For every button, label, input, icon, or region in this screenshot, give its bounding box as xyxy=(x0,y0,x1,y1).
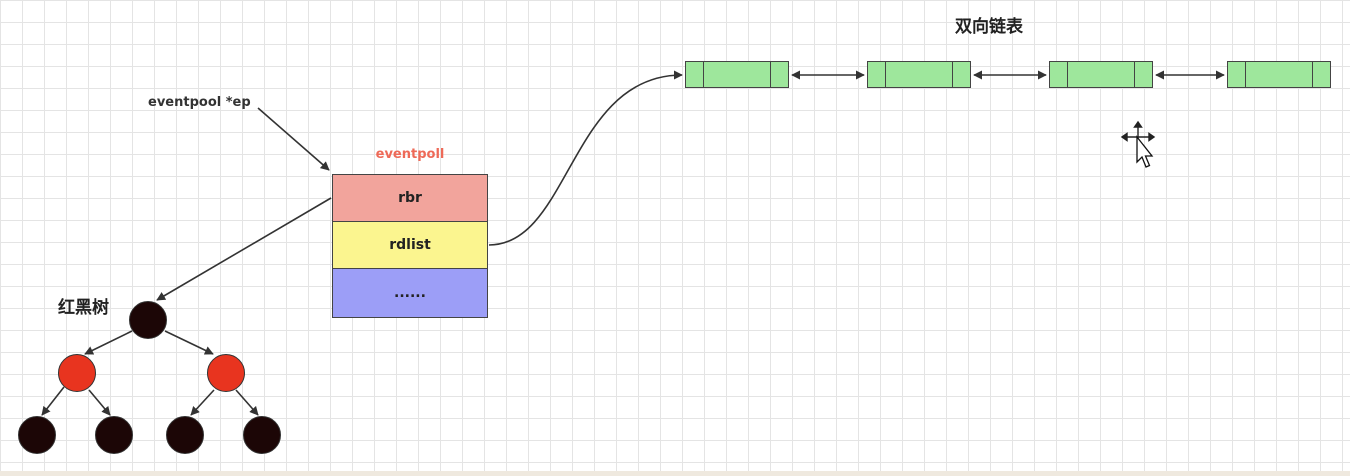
tree-node-left xyxy=(58,354,96,392)
tree-edge-root-left xyxy=(84,330,133,355)
field-rdlist: rdlist xyxy=(333,222,487,269)
field-rbr: rbr xyxy=(333,175,487,222)
list-node-4 xyxy=(1227,61,1331,88)
tree-edge-left-right xyxy=(88,389,111,416)
struct-title: eventpoll xyxy=(375,147,445,162)
tree-node-right-left xyxy=(166,416,204,454)
tree-node-right-right xyxy=(243,416,281,454)
tree-node-left-right xyxy=(95,416,133,454)
eventpoll-struct: rbr rdlist ...... xyxy=(332,174,488,318)
linked-list-title: 双向链表 xyxy=(955,17,1023,37)
tree-title: 红黑树 xyxy=(58,298,109,318)
tree-node-left-left xyxy=(18,416,56,454)
tree-edge-root-right xyxy=(164,330,214,355)
list-node-1 xyxy=(685,61,789,88)
tree-node-right xyxy=(207,354,245,392)
tree-edge-right-right xyxy=(235,389,259,416)
rbr-to-tree-arrow xyxy=(156,197,332,301)
tree-edge-right-left xyxy=(190,389,215,416)
rdlist-to-list-arrow xyxy=(488,70,683,246)
pointer-label: eventpool *ep xyxy=(148,95,251,110)
move-cursor-icon xyxy=(1120,120,1156,168)
field-more: ...... xyxy=(333,269,487,317)
bottom-strip xyxy=(0,471,1350,476)
list-node-2 xyxy=(867,61,971,88)
tree-node-root xyxy=(129,301,167,339)
pointer-arrow xyxy=(257,107,330,171)
list-node-3 xyxy=(1049,61,1153,88)
tree-edge-left-left xyxy=(41,386,65,416)
